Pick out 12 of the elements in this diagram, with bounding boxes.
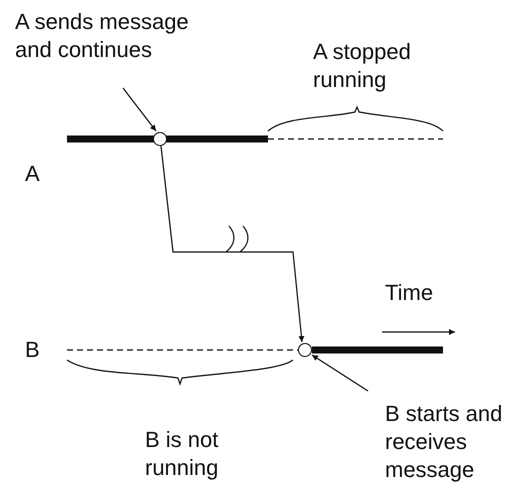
callout-text: B starts and receives message: [385, 400, 527, 484]
event-circle: [153, 132, 167, 146]
event-circle: [298, 343, 312, 357]
message-arrow: [160, 146, 304, 342]
process-label: A: [25, 160, 41, 188]
axis-label: Time: [385, 279, 434, 307]
leader-line: [312, 354, 368, 392]
process-label: B: [25, 336, 41, 364]
annotation-text: A stopped running: [313, 38, 412, 94]
leader-line: [122, 88, 156, 132]
annotation-text: B is not running: [145, 426, 220, 482]
callout-text: A sends message and continues: [15, 8, 230, 64]
